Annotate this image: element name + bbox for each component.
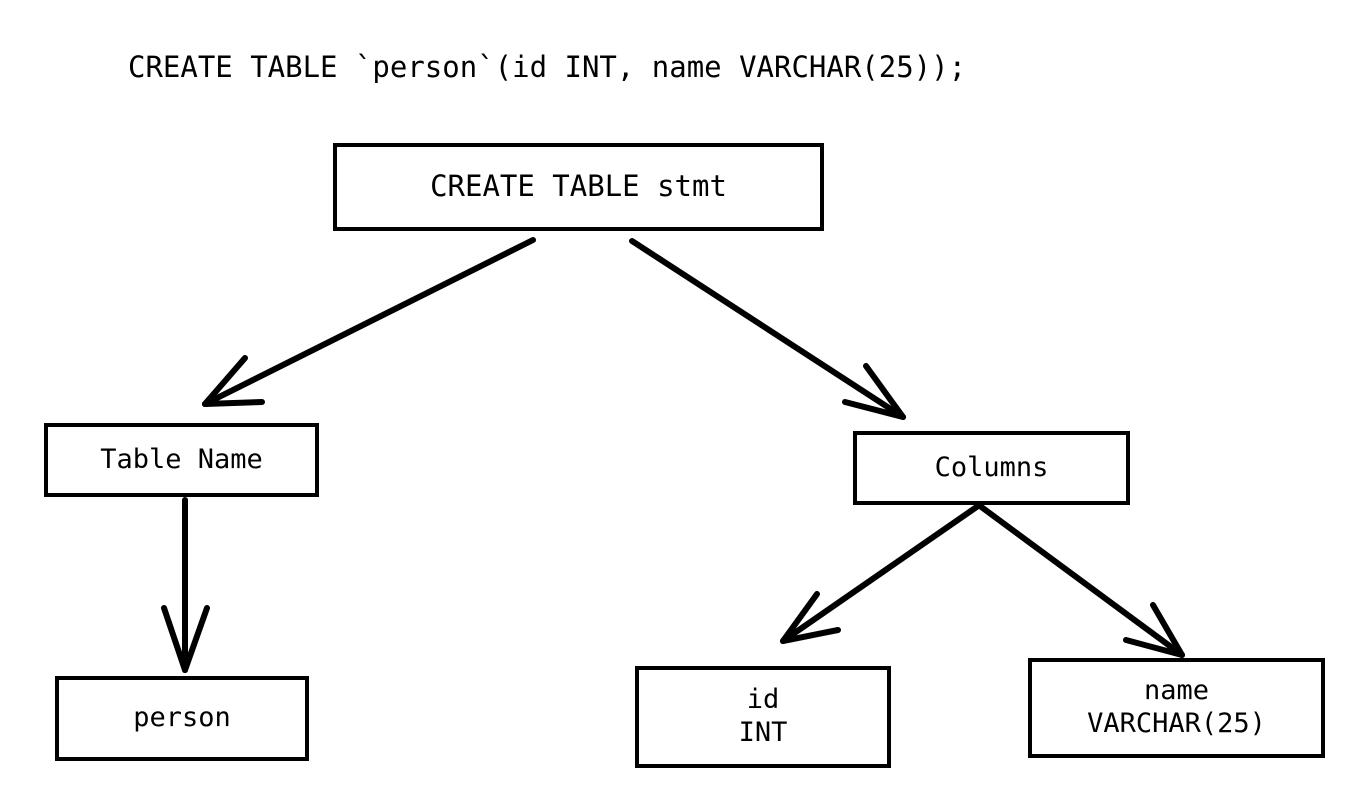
node-label: Columns — [934, 451, 1049, 483]
node-column-id[interactable]: id INT — [635, 666, 891, 768]
sql-statement-caption: CREATE TABLE `person`(id INT, name VARCH… — [128, 50, 967, 84]
node-label: Table Name — [100, 443, 263, 475]
node-column-type-label: INT — [738, 717, 788, 748]
node-label: person — [133, 702, 231, 734]
node-label: CREATE TABLE stmt — [430, 169, 727, 204]
edge-root-to-table-name — [202, 237, 536, 407]
node-create-table-stmt[interactable]: CREATE TABLE stmt — [333, 143, 824, 231]
node-column-name-label: id — [746, 684, 780, 716]
node-column-type-label: VARCHAR(25) — [1087, 708, 1266, 739]
edge-root-to-columns — [629, 238, 906, 420]
node-column-name-label: name — [1143, 675, 1210, 707]
node-columns[interactable]: Columns — [853, 431, 1130, 505]
edge-columns-to-column-id — [780, 503, 981, 644]
node-person-value[interactable]: person — [55, 676, 309, 761]
node-column-name[interactable]: name VARCHAR(25) — [1028, 658, 1325, 758]
edge-table-name-to-person — [161, 497, 210, 673]
edge-columns-to-column-name — [977, 503, 1185, 658]
node-table-name[interactable]: Table Name — [44, 423, 319, 497]
